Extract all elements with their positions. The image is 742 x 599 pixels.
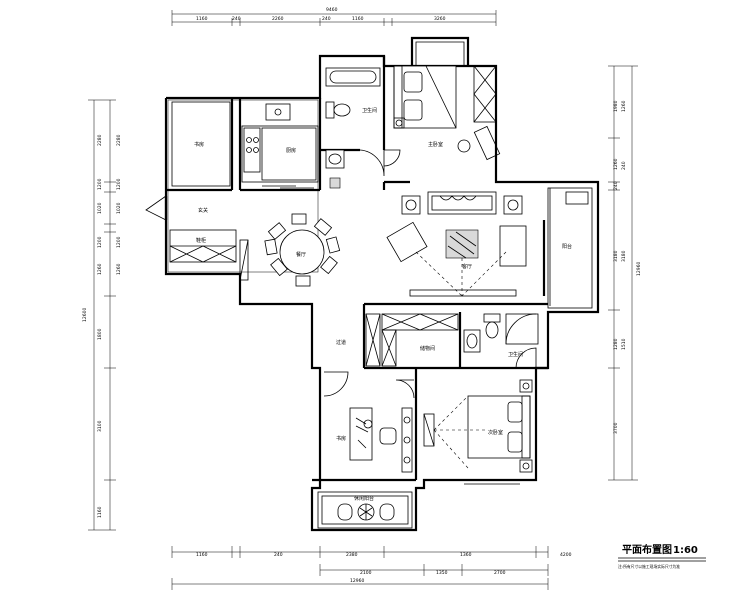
dim-left-6: 1800 (97, 328, 103, 340)
dim-left-7: 3100 (97, 420, 103, 432)
svg-text:1200: 1200 (116, 178, 122, 190)
dim-bottom-total: 12960 (350, 578, 364, 584)
dim-top-6: 3260 (434, 16, 446, 22)
bathroom-mid: 卫生间 (460, 313, 548, 370)
dim-bottom-4: 1360 (460, 552, 472, 558)
bathroom-top-label: 卫生间 (362, 107, 377, 114)
balcony-right-label: 阳台 (562, 243, 572, 250)
left-dimension-chain: 12600 2280 1200 1020 1200 1260 1800 3100… (82, 99, 122, 531)
study-top: 书房 (166, 98, 234, 192)
bathroom-top: 卫生间 (320, 56, 386, 177)
study-bottom: 书房 (312, 368, 418, 482)
plan-note: 注:所有尺寸以施工现场实际尺寸为准 (618, 564, 680, 569)
corridor: 过道 (336, 339, 346, 346)
dim-bottom2-2: 1350 (436, 570, 448, 576)
storage: 储物间 (362, 304, 462, 370)
dim-left-8: 1160 (97, 506, 103, 518)
svg-text:1020: 1020 (116, 202, 122, 214)
second-bedroom-label: 次卧室 (488, 429, 503, 436)
shoe-cabinet-label: 鞋柜 (196, 237, 206, 244)
living: 客厅 (364, 182, 548, 306)
balcony-bottom: 休闲阳台 (317, 491, 413, 529)
balcony-right: 阳台 (542, 187, 593, 309)
dim-top-1: 1160 (196, 16, 208, 22)
plan-title: 平面布置图 (622, 543, 672, 556)
dim-right-total: 12960 (636, 262, 642, 276)
dim-bottom-3: 2380 (346, 552, 358, 558)
entry-label: 玄关 (198, 207, 208, 214)
svg-text:3180: 3180 (621, 250, 627, 262)
living-label: 客厅 (462, 263, 472, 270)
bathroom-mid-label: 卫生间 (508, 351, 523, 358)
dim-top-total: 9460 (326, 7, 338, 13)
dim-left-4: 1200 (97, 236, 103, 248)
dim-top-2: 240 (232, 16, 241, 22)
dim-right-4: 3180 (613, 250, 619, 262)
dim-bottom2-3: 2700 (494, 570, 506, 576)
svg-text:1260: 1260 (116, 263, 122, 275)
dining-label: 餐厅 (296, 251, 306, 258)
study-top-label: 书房 (194, 141, 204, 148)
exterior-walls (164, 54, 600, 532)
title-block: 平面布置图 1:60 注:所有尺寸以施工现场实际尺寸为准 (618, 543, 706, 569)
master-bedroom-label: 主卧室 (428, 141, 443, 148)
dim-bottom-5: 4200 (560, 552, 572, 558)
dining: 餐厅 (264, 177, 341, 287)
dim-bottom-1: 1160 (196, 552, 208, 558)
dim-left-5: 1260 (97, 263, 103, 275)
svg-text:1200: 1200 (116, 236, 122, 248)
study-bottom-label: 书房 (336, 435, 346, 442)
dim-top-4: 240 (322, 16, 331, 22)
balcony-bottom-label: 休闲阳台 (354, 495, 374, 502)
kitchen: 厨房 (238, 98, 322, 192)
plan-scale: 1:60 (673, 545, 698, 556)
master-bedroom: 主卧室 (383, 36, 501, 184)
dim-right-6: 3700 (613, 422, 619, 434)
dim-top-5: 1160 (352, 16, 364, 22)
svg-text:1260: 1260 (621, 100, 627, 112)
dim-left-2: 1200 (97, 178, 103, 190)
dim-right-2: 1260 (613, 158, 619, 170)
corridor-label: 过道 (336, 339, 346, 346)
dim-left-3: 1020 (97, 202, 103, 214)
dim-bottom-2: 240 (274, 552, 283, 558)
dim-bottom2-1: 2100 (360, 570, 372, 576)
top-dimension-chain: 9460 1160 240 2260 240 1160 3260 (171, 7, 497, 26)
dim-right-3: 240 (613, 181, 619, 190)
svg-text:2280: 2280 (116, 134, 122, 146)
kitchen-label: 厨房 (286, 147, 296, 154)
dim-left-1: 2280 (97, 134, 103, 146)
dim-right-1: 1980 (613, 100, 619, 112)
dim-left-total: 12600 (82, 308, 88, 322)
storage-label: 储物间 (420, 345, 435, 352)
dim-top-3: 2260 (272, 16, 284, 22)
bottom-dimension-chain: 1160 240 2380 1360 4200 2100 1350 2700 1… (171, 546, 572, 590)
svg-text:1510: 1510 (621, 338, 627, 350)
second-bedroom: 次卧室 (423, 379, 533, 485)
right-dimension-chain: 12960 1980 1260 240 3180 1280 3700 1260 … (608, 65, 642, 481)
svg-text:240: 240 (621, 161, 627, 170)
entry: 玄关 鞋柜 (145, 195, 249, 281)
dim-right-5: 1280 (613, 338, 619, 350)
